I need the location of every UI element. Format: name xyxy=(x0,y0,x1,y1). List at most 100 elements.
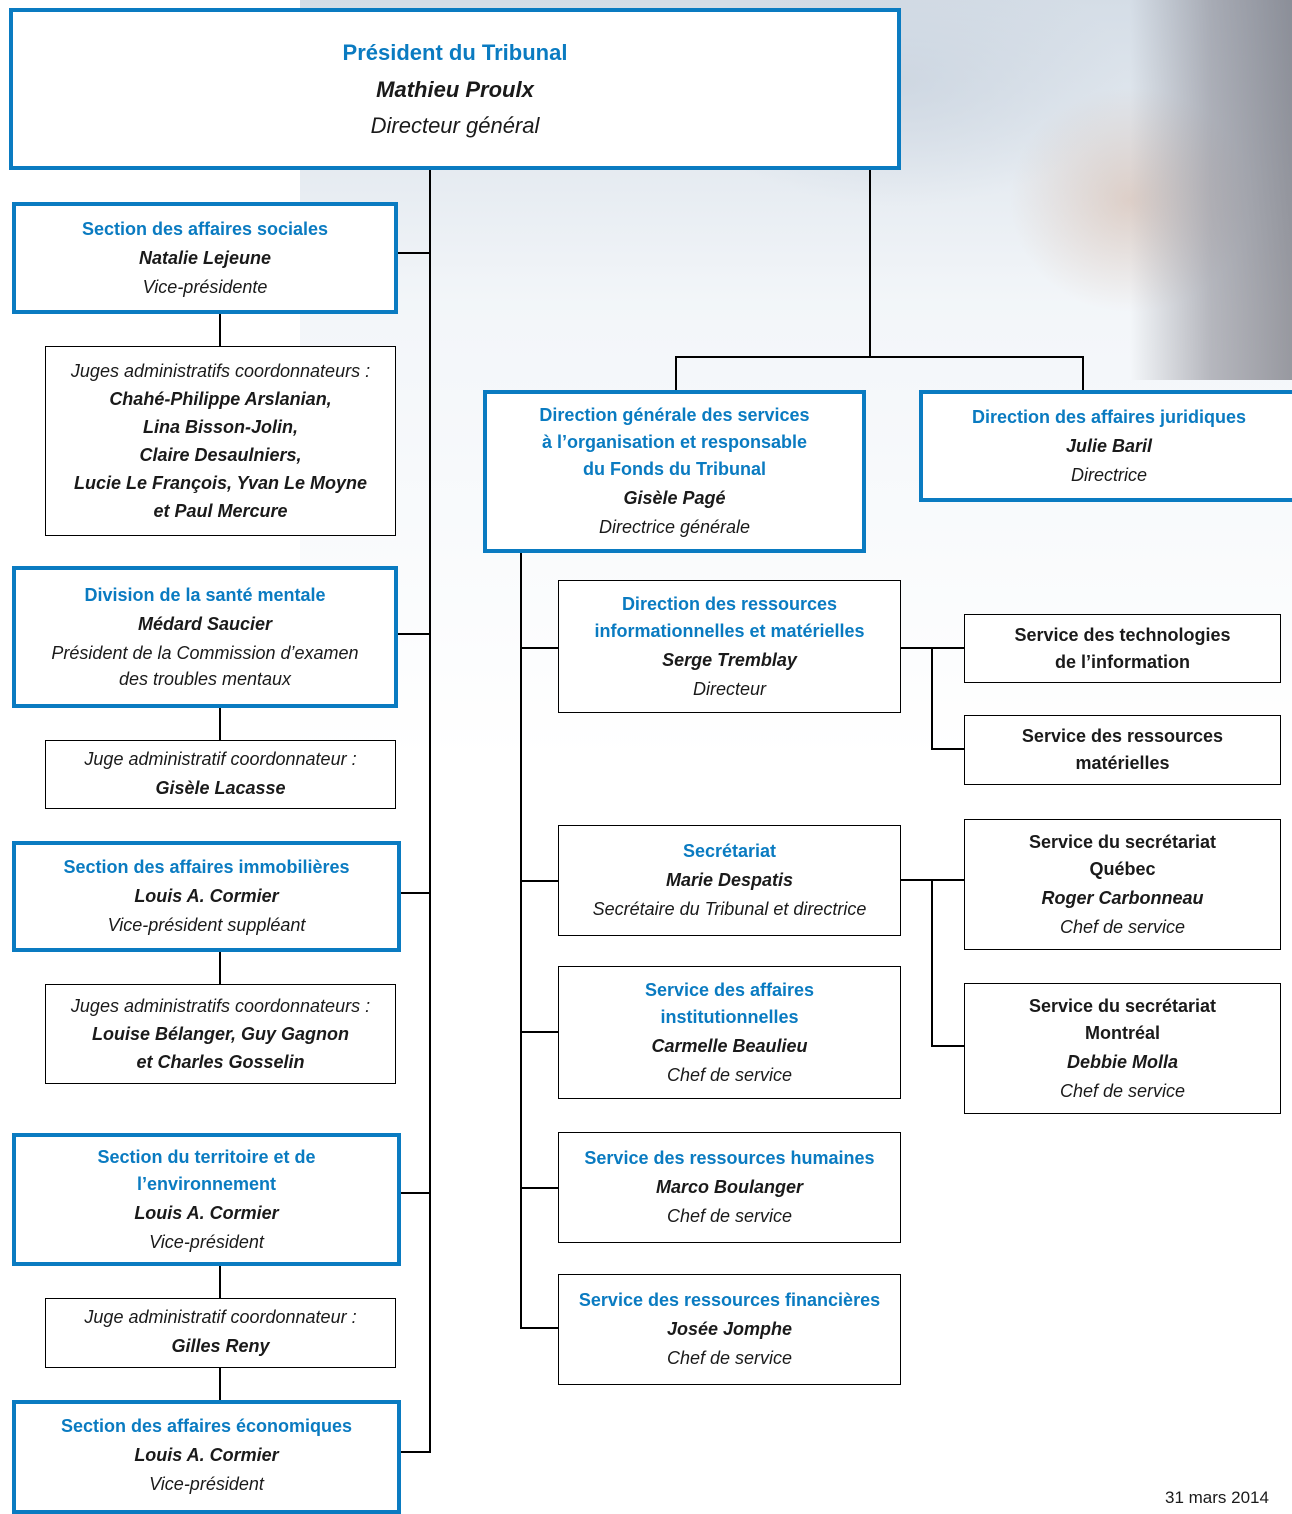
unit-affaires-institutionnelles-box: Service des affaires institutionnelles C… xyxy=(558,966,901,1099)
coordinators-names: Gilles Reny xyxy=(171,1336,270,1356)
section-title: Section des affaires sociales xyxy=(81,218,329,239)
connector-to-ressources-financieres xyxy=(520,1327,558,1329)
section-head-role: Vice-présidente xyxy=(142,276,268,297)
section-head-role: Vice-président xyxy=(149,1231,264,1252)
connector-dri-to-services xyxy=(900,647,932,649)
service-head-name: Roger Carbonneau xyxy=(1041,887,1204,908)
section-title: Section des affaires économiques xyxy=(60,1416,353,1436)
unit-title: Direction des ressources informationnell… xyxy=(594,593,865,641)
coordinators-label: Juge administratif coordonnateur : xyxy=(84,748,357,769)
connector-immobilieres-to-coord xyxy=(219,952,221,984)
connector-main-trunk xyxy=(429,168,431,1453)
section-territoire-environnement-box: Section du territoire et de l’environnem… xyxy=(12,1133,401,1266)
service-head-name: Debbie Molla xyxy=(1066,1051,1178,1072)
president-role: Directeur général xyxy=(370,113,540,138)
section-title: Section du territoire et de l’environnem… xyxy=(97,1146,316,1194)
direction-juridique-name: Julie Baril xyxy=(1065,435,1153,456)
connector-to-territoire xyxy=(400,1192,430,1194)
connector-sociales-to-coord xyxy=(219,314,221,346)
unit-title: Secrétariat xyxy=(682,841,777,861)
service-secretariat-quebec-box: Service du secrétariat Québec Roger Carb… xyxy=(964,819,1281,950)
section-head-role: Vice-président xyxy=(149,1474,264,1494)
section-title: Division de la santé mentale xyxy=(84,585,326,605)
service-head-role: Chef de service xyxy=(1059,1080,1186,1101)
connector-to-service-technologies xyxy=(931,647,965,649)
connector-to-affaires-institutionnelles xyxy=(520,1031,558,1033)
connector-to-direction-generale xyxy=(675,356,677,390)
connector-to-affaires-sociales xyxy=(397,252,430,254)
connector-to-direction-juridique xyxy=(1082,356,1084,390)
section-head-name: Louis A. Cormier xyxy=(134,1445,279,1465)
connector-to-ressources-humaines xyxy=(520,1187,558,1189)
unit-secretariat-box: Secrétariat Marie Despatis Secrétaire du… xyxy=(558,825,901,936)
coordinators-label: Juge administratif coordonnateur : xyxy=(84,1307,357,1327)
direction-juridique-title: Direction des affaires juridiques xyxy=(971,406,1247,427)
coordinators-names: Gisèle Lacasse xyxy=(155,777,286,798)
section-head-name: Louis A. Cormier xyxy=(134,1202,279,1223)
service-head-role: Chef de service xyxy=(1059,916,1186,937)
coordinators-affaires-immobilieres-box: Juges administratifs coordonnateurs : Lo… xyxy=(45,984,396,1084)
unit-head-name: Carmelle Beaulieu xyxy=(651,1035,808,1056)
president-box: Président du Tribunal Mathieu Proulx Dir… xyxy=(9,8,901,170)
coordinators-label: Juges administratifs coordonnateurs : xyxy=(70,360,371,381)
connector-to-service-materielles xyxy=(931,748,965,750)
section-affaires-immobilieres-box: Section des affaires immobilières Louis … xyxy=(12,841,401,952)
connector-to-secretariat-montreal xyxy=(931,1045,965,1047)
direction-generale-services-box: Direction générale des services à l’orga… xyxy=(483,390,866,553)
connector-directions-horizontal xyxy=(675,356,1084,358)
connector-to-affaires-immobilieres xyxy=(400,892,430,894)
background-suit xyxy=(1130,0,1292,380)
connector-to-secretariat-quebec xyxy=(931,879,965,881)
section-head-name: Natalie Lejeune xyxy=(138,247,272,268)
unit-ressources-informationnelles-box: Direction des ressources informationnell… xyxy=(558,580,901,713)
unit-title: Service des ressources humaines xyxy=(584,1148,875,1168)
connector-president-right-down xyxy=(869,168,871,358)
direction-generale-title: Direction générale des services à l’orga… xyxy=(539,405,810,479)
connector-coord-to-economiques xyxy=(219,1368,221,1400)
service-title: Service des ressources matérielles xyxy=(1021,726,1224,773)
unit-head-name: Serge Tremblay xyxy=(662,649,797,670)
service-secretariat-montreal-box: Service du secrétariat Montréal Debbie M… xyxy=(964,983,1281,1114)
unit-ressources-financieres-box: Service des ressources financières Josée… xyxy=(558,1274,901,1385)
coordinators-sante-mentale-box: Juge administratif coordonnateur : Gisèl… xyxy=(45,740,396,809)
unit-head-role: Chef de service xyxy=(666,1348,793,1368)
unit-head-role: Chef de service xyxy=(666,1064,793,1085)
section-head-role: Vice-président suppléant xyxy=(107,915,306,935)
service-technologies-information-box: Service des technologies de l’informatio… xyxy=(964,614,1281,683)
direction-juridique-role: Directrice xyxy=(1070,464,1147,485)
section-head-role: Président de la Commission d’examen des … xyxy=(51,643,359,689)
section-affaires-economiques-box: Section des affaires économiques Louis A… xyxy=(12,1400,401,1514)
section-head-name: Louis A. Cormier xyxy=(134,886,279,906)
coordinators-names: Louise Bélanger, Guy Gagnon et Charles G… xyxy=(91,1023,350,1072)
unit-head-name: Marie Despatis xyxy=(665,870,794,890)
division-sante-mentale-box: Division de la santé mentale Médard Sauc… xyxy=(12,566,398,708)
chart-date: 31 mars 2014 xyxy=(1165,1488,1269,1507)
connector-direction-generale-trunk xyxy=(520,553,522,1329)
unit-head-role: Secrétaire du Tribunal et directrice xyxy=(592,899,867,919)
connector-dri-services-vertical xyxy=(931,647,933,749)
unit-ressources-humaines-box: Service des ressources humaines Marco Bo… xyxy=(558,1132,901,1243)
direction-generale-role: Directrice générale xyxy=(598,517,751,537)
unit-head-name: Marco Boulanger xyxy=(655,1177,804,1197)
connector-to-secretariat xyxy=(520,880,558,882)
unit-head-role: Chef de service xyxy=(666,1206,793,1226)
connector-to-affaires-economiques xyxy=(400,1451,430,1453)
connector-secretariat-to-services xyxy=(900,879,932,881)
connector-to-sante-mentale xyxy=(397,633,430,635)
coordinators-names: Chahé-Philippe Arslanian, Lina Bisson-Jo… xyxy=(73,388,368,521)
president-name: Mathieu Proulx xyxy=(376,77,534,102)
connector-territoire-to-coord xyxy=(219,1266,221,1298)
unit-title: Service des ressources financières xyxy=(578,1290,881,1310)
unit-head-role: Directeur xyxy=(692,678,767,699)
coordinators-territoire-box: Juge administratif coordonnateur : Gille… xyxy=(45,1298,396,1368)
section-title: Section des affaires immobilières xyxy=(63,857,350,877)
coordinators-label: Juges administratifs coordonnateurs : xyxy=(70,995,371,1016)
unit-title: Service des affaires institutionnelles xyxy=(644,979,815,1027)
connector-sante-to-coord xyxy=(219,708,221,740)
unit-head-name: Josée Jomphe xyxy=(666,1319,793,1339)
direction-generale-name: Gisèle Pagé xyxy=(623,488,726,508)
connector-to-ressources-informationnelles xyxy=(520,647,558,649)
coordinators-affaires-sociales-box: Juges administratifs coordonnateurs : Ch… xyxy=(45,346,396,536)
service-title: Service des technologies de l’informatio… xyxy=(1014,624,1231,672)
president-title: Président du Tribunal xyxy=(342,40,568,65)
